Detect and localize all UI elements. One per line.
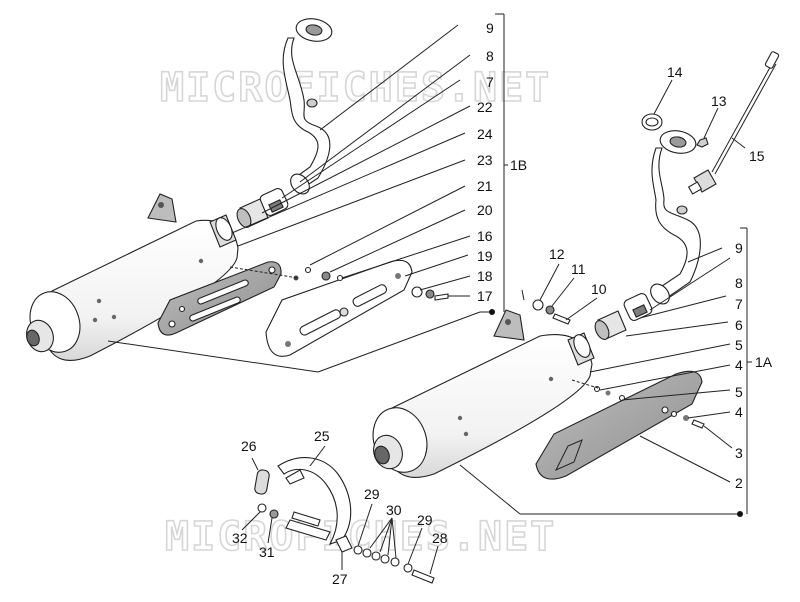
callout-12: 12 [549,246,565,262]
sleeve-1b [236,198,269,228]
callout-6: 6 [735,317,743,333]
group-1b-dot [489,309,495,315]
lambda-sensor [687,51,780,195]
callout-31: 31 [259,544,275,560]
muffler-1b [26,193,239,361]
washer-32 [257,503,267,513]
heat-shield-1a [535,370,703,480]
callout-5b: 5 [735,384,743,400]
callout-11: 11 [571,261,586,277]
callout-23: 23 [477,152,493,168]
callout-21: 21 [477,178,493,194]
callout-29b: 29 [417,512,433,528]
callout-8a: 8 [486,48,494,64]
nut-31 [269,509,279,519]
sleeve-1a [594,310,627,340]
leader-lines [107,13,752,575]
hardware-1b [293,266,449,301]
callout-22: 22 [477,99,493,115]
callout-15: 15 [749,148,765,164]
callout-14: 14 [667,64,683,80]
callout-20: 20 [477,202,493,218]
callout-8b: 8 [735,275,743,291]
callout-9a: 9 [486,20,494,36]
callout-2: 2 [735,475,743,491]
callout-7a: 7 [486,74,494,90]
callout-numbers: 9 8 7 22 24 23 1B 21 20 16 19 18 17 14 1… [232,20,773,587]
clamp-1a [623,293,653,321]
group-label-1b: 1B [510,157,527,173]
washers-30 [353,545,400,567]
callout-5a: 5 [735,337,743,353]
heat-shield-1b [265,259,413,357]
bolt-28 [411,569,435,584]
callout-27: 27 [332,571,348,587]
muffler-1a [372,309,595,478]
callout-9b: 9 [735,240,743,256]
muffler-strap [277,457,352,545]
callout-16: 16 [477,228,493,244]
callout-17: 17 [477,288,493,304]
callout-28: 28 [432,530,448,546]
callout-29a: 29 [364,486,380,502]
callout-32: 32 [232,530,248,546]
callout-4b: 4 [735,404,743,420]
callout-19: 19 [477,248,493,264]
callout-30: 30 [386,502,402,518]
hardware-1a [532,299,705,429]
callout-18: 18 [477,268,493,284]
callout-25: 25 [314,428,330,444]
nut-13 [696,137,709,148]
callout-4a: 4 [735,357,743,373]
callout-7b: 7 [735,296,743,312]
pin-26 [254,469,270,495]
callout-10: 10 [591,281,607,297]
callout-3: 3 [735,445,743,461]
bracket-1b [157,261,282,336]
callout-24: 24 [477,126,493,142]
group-label-1a: 1A [755,354,773,370]
exhaust-pipe-1a [650,130,701,305]
group-1a-dot [737,511,743,517]
callout-26: 26 [241,438,257,454]
washer-29 [403,563,413,573]
callout-13: 13 [711,93,727,109]
clip-27 [335,535,353,553]
